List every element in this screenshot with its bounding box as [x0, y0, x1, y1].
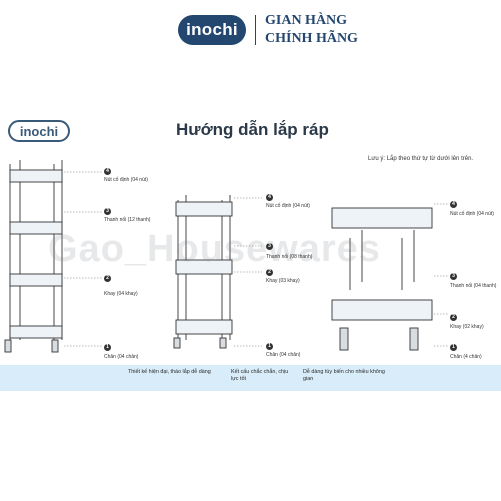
brand-logo: inochi — [178, 15, 246, 45]
part-number-3: 3 — [450, 273, 457, 280]
part-label: Thanh nối (12 thanh) — [104, 217, 151, 223]
part-number-4: 4 — [104, 168, 111, 175]
secondary-logo: inochi — [8, 120, 70, 142]
leader-lines — [64, 171, 448, 347]
part-number-3: 3 — [104, 208, 111, 215]
assembly-illustration — [4, 160, 448, 353]
part-label: Nút cố định (04 nút) — [104, 177, 148, 183]
page-title: Hướng dẫn lắp ráp — [176, 120, 329, 139]
part-number-4: 4 — [450, 201, 457, 208]
shelf-4-tier-drawing — [4, 160, 63, 353]
feature-band — [0, 365, 501, 391]
part-number-1: 1 — [266, 343, 273, 350]
part-label: Thanh nối (04 thanh) — [450, 283, 497, 289]
part-number-1: 1 — [104, 344, 111, 351]
assembly-note: Lưu ý: Lắp theo thứ tự từ dưới lên trên. — [368, 156, 474, 162]
brand-tagline-line2: CHÍNH HÃNG — [265, 31, 358, 46]
part-label: Chân (04 chân) — [104, 354, 139, 360]
part-label: Chân (04 chân) — [266, 352, 301, 358]
feature-item: Thiết kế hiện đại, tháo lắp dễ dàng — [128, 369, 211, 375]
part-label: Thanh nối (08 thanh) — [266, 254, 313, 260]
shelf-3-tier-drawing — [173, 195, 233, 349]
feature-item: Dễ dàng tùy biến cho nhiều không gian — [303, 369, 385, 382]
part-number-2: 2 — [104, 275, 111, 282]
brand-divider — [255, 15, 256, 45]
part-label: Khay (04 khay) — [104, 291, 138, 297]
part-label: Nút cố định (04 nút) — [450, 211, 494, 217]
part-number-2: 2 — [266, 269, 273, 276]
part-label: Nút cố định (04 nút) — [266, 203, 310, 209]
part-number-4: 4 — [266, 194, 273, 201]
part-label: Khay (02 khay) — [450, 324, 484, 330]
part-number-1: 1 — [450, 344, 457, 351]
part-number-3: 3 — [266, 243, 273, 250]
brand-tagline: GIAN HÀNG CHÍNH HÃNG — [265, 12, 358, 48]
shelf-2-tier-drawing — [331, 207, 433, 351]
brand-header: inochi GIAN HÀNG CHÍNH HÃNG — [178, 12, 358, 48]
part-label: Chân (4 chân) — [450, 354, 482, 360]
watermark: Gao_Housewares — [48, 228, 381, 270]
brand-tagline-line1: GIAN HÀNG — [265, 13, 348, 28]
part-label: Khay (03 khay) — [266, 278, 300, 284]
part-number-2: 2 — [450, 314, 457, 321]
feature-item: Kết cấu chắc chắn, chịu lực tốt — [231, 369, 289, 382]
